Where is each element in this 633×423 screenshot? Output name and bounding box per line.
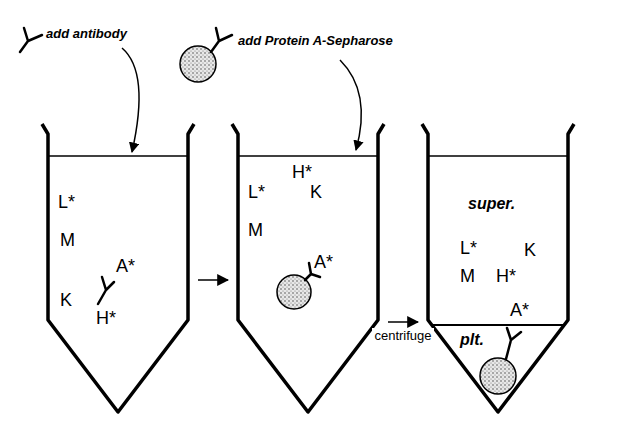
protein-label: K bbox=[60, 290, 72, 310]
protein-label: A* bbox=[116, 256, 135, 276]
protein-label: L* bbox=[460, 238, 477, 258]
protein-label: A* bbox=[510, 300, 529, 320]
liquid-surface bbox=[428, 155, 568, 157]
pellet-boundary bbox=[433, 324, 563, 326]
protein-label: H* bbox=[496, 266, 516, 286]
edge-label: centrifuge bbox=[372, 328, 433, 344]
test-tube: H* L* K M A* bbox=[230, 120, 386, 420]
addition-arrow bbox=[122, 48, 139, 152]
tube-wall bbox=[232, 124, 384, 412]
protein-label: K bbox=[524, 240, 536, 260]
addition-arrow bbox=[340, 60, 361, 150]
antibody-symbol bbox=[98, 277, 114, 304]
liquid-surface bbox=[48, 155, 188, 157]
protein-label: M bbox=[60, 230, 75, 250]
step-label: add antibody bbox=[46, 26, 127, 42]
phase-label: plt. bbox=[460, 330, 484, 350]
tube-wall bbox=[42, 124, 194, 412]
step-label: add Protein A-Sepharose bbox=[238, 33, 393, 49]
protein-label: H* bbox=[292, 162, 312, 182]
bead-symbol bbox=[480, 358, 516, 394]
protein-label: L* bbox=[58, 192, 75, 212]
protein-label: L* bbox=[248, 182, 265, 202]
tube-wall bbox=[422, 124, 574, 412]
bead-icon bbox=[180, 28, 232, 82]
protein-label: M bbox=[460, 266, 475, 286]
antibody-symbol bbox=[506, 328, 521, 359]
process-arrow bbox=[388, 321, 418, 323]
liquid-surface bbox=[238, 155, 378, 157]
protein-label: K bbox=[310, 182, 322, 202]
process-arrow bbox=[198, 279, 228, 281]
phase-label: super. bbox=[468, 194, 515, 214]
antibody-icon bbox=[20, 28, 42, 52]
protein-label: M bbox=[248, 220, 263, 240]
test-tube: L* M A* K H* bbox=[40, 120, 196, 420]
protein-label: H* bbox=[96, 308, 116, 328]
protein-label: A* bbox=[314, 252, 333, 272]
test-tube: super. L* K M H* plt. A* bbox=[420, 120, 576, 420]
